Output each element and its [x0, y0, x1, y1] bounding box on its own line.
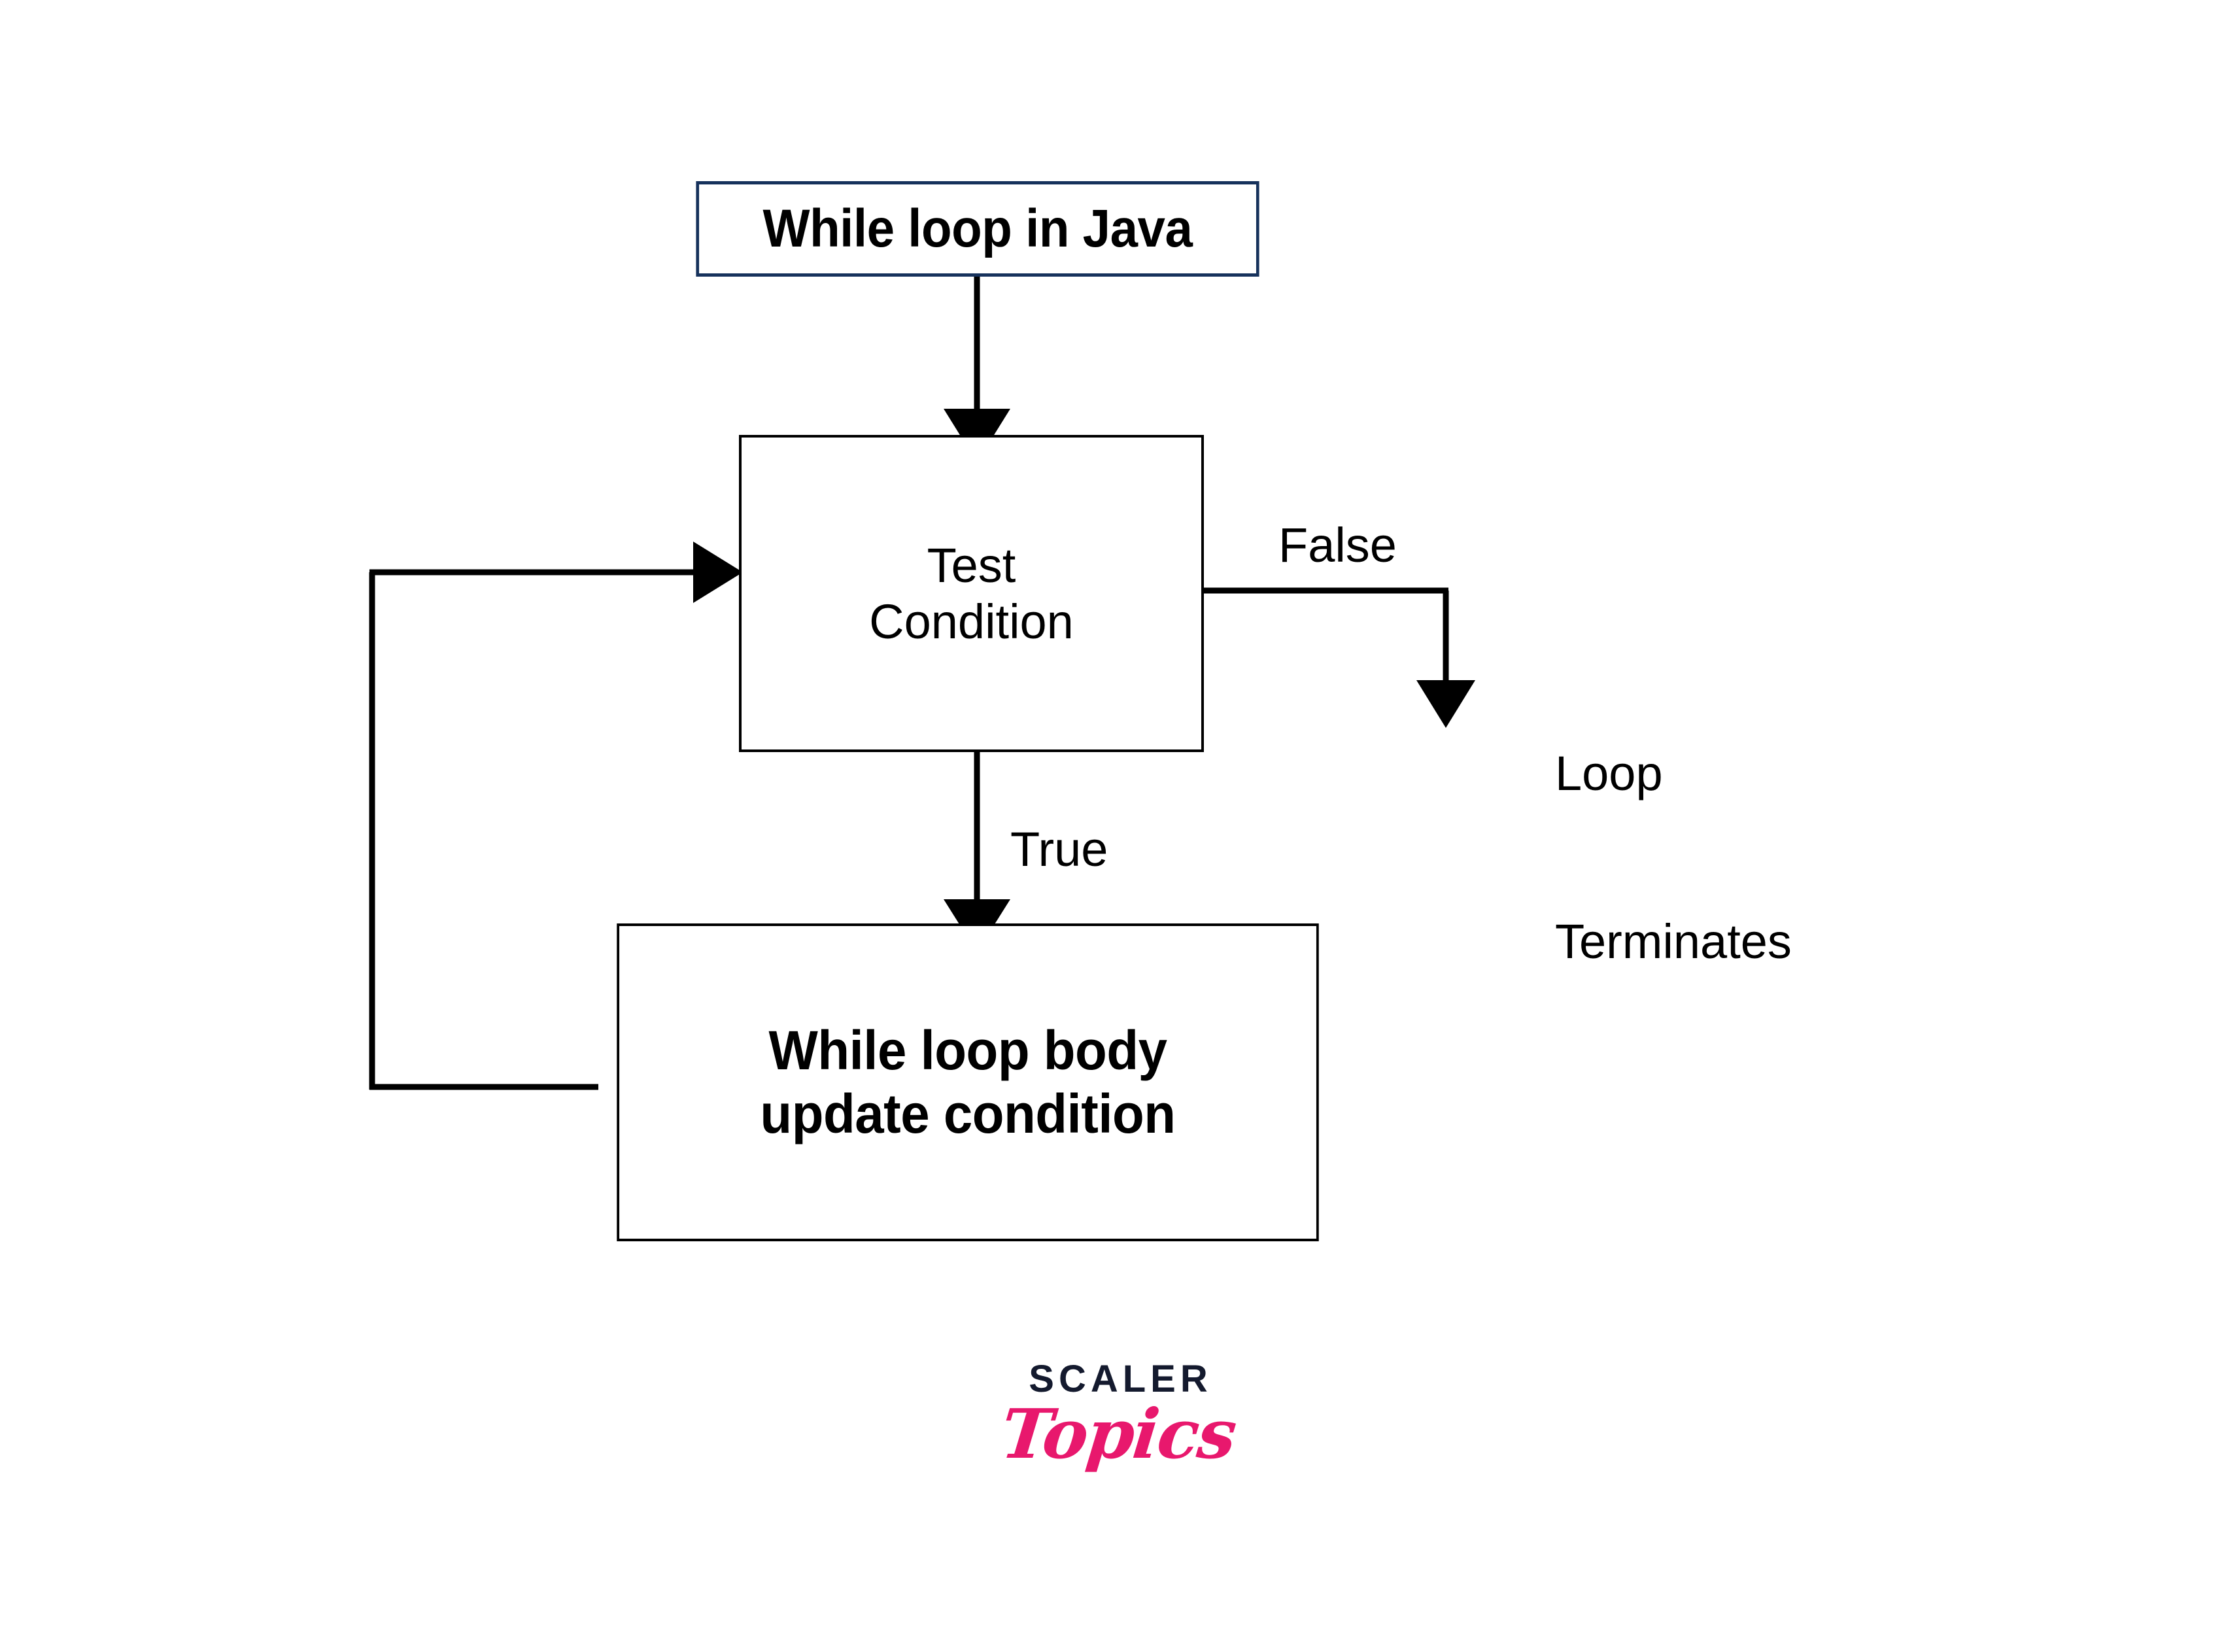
edge-label-true: True: [1010, 822, 1108, 876]
edge-label-false: False: [1278, 518, 1397, 572]
node-loop-body-line1: While loop body: [768, 1019, 1167, 1081]
node-loop-body-label: While loop body update condition: [760, 1019, 1176, 1146]
edge-label-loop-terminates-line2: Terminates: [1555, 914, 1792, 969]
scaler-topics-logo: SCALER Topics: [968, 1358, 1269, 1475]
node-test-condition: Test Condition: [739, 435, 1204, 752]
node-loop-body: While loop body update condition: [617, 923, 1319, 1241]
logo-brand-text: SCALER: [1029, 1358, 1212, 1400]
edge-body-to-test-feedback: [369, 542, 743, 1090]
node-test-condition-line2: Condition: [869, 594, 1074, 649]
edge-test-to-body: [944, 752, 1010, 952]
node-loop-body-line2: update condition: [760, 1083, 1176, 1144]
node-start-label: While loop in Java: [762, 199, 1193, 259]
edge-label-loop-terminates: Loop Terminates: [1555, 633, 1792, 1082]
edge-label-loop-terminates-line1: Loop: [1555, 746, 1663, 800]
logo-product-text: Topics: [997, 1394, 1239, 1474]
node-test-condition-label: Test Condition: [869, 538, 1074, 650]
edge-test-to-terminate: [1204, 587, 1475, 728]
node-start-while-loop-in-java: While loop in Java: [696, 181, 1259, 277]
node-test-condition-line1: Test: [927, 538, 1016, 593]
